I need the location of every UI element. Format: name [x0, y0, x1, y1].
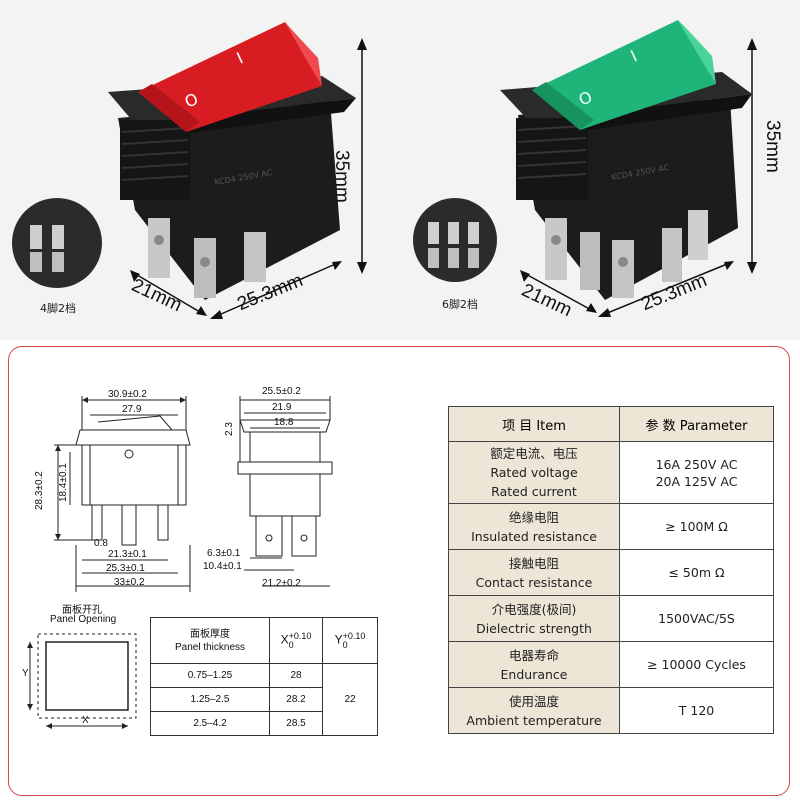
spec-item-en: Insulated resistance: [471, 528, 597, 544]
spec-param-value: ≥ 100M Ω: [619, 503, 774, 550]
product-photos: I O KCD4 250V AC I: [0, 0, 800, 340]
spec-param-value: ≤ 50m Ω: [619, 549, 774, 596]
spec-row: 绝缘电阻 Insulated resistance ≥ 100M Ω: [448, 503, 774, 550]
spec-item-en: Rated voltage: [490, 465, 578, 480]
thickness-header-cn: 面板厚度: [190, 628, 230, 640]
dim-33: 33±0.2: [114, 577, 145, 588]
dim-6-3: 6.3±0.1: [207, 548, 241, 559]
spec-param-value: 20A 125V AC: [655, 473, 738, 489]
dim-18-4: 18.4±0.1: [58, 463, 69, 502]
x-header-symbol: X: [280, 632, 289, 647]
thickness-range-cell: 2.5–4.2: [150, 711, 270, 736]
panel-opening-title-cn: 面板开孔: [62, 605, 102, 616]
dim-18-8: 18.8: [274, 417, 294, 428]
spec-item-en: Endurance: [500, 666, 568, 682]
y-value-cell: 22: [322, 663, 378, 736]
spec-header-item: 项 目 Item: [448, 406, 620, 442]
spec-row: 电器寿命 Endurance ≥ 10000 Cycles: [448, 641, 774, 688]
spec-row: 额定电流、电压 Rated voltage Rated current 16A …: [448, 441, 774, 504]
spec-param-value: 16A 250V AC: [655, 456, 738, 472]
y-header-low: 0: [342, 639, 348, 650]
panel-axis-x: X: [82, 715, 89, 726]
y-header-symbol: Y: [334, 632, 343, 647]
spec-row: 使用温度 Ambient temperature T 120: [448, 687, 774, 734]
thickness-header-en: Panel thickness: [174, 641, 246, 653]
spec-item-en: Dielectric strength: [476, 620, 592, 636]
spec-param-value: 1500VAC/5S: [619, 595, 774, 642]
x-header-tol: +0.10: [288, 630, 312, 641]
spec-item-cn: 电器寿命: [508, 647, 559, 663]
x-value-cell: 28.5: [269, 711, 323, 736]
left-variant-label: 4脚2档: [40, 302, 76, 315]
left-switch-photo: I O KCD4 250V AC: [12, 22, 367, 319]
panel-axis-y: Y: [22, 668, 29, 679]
right-switch-photo: I O KCD4 250V AC: [413, 20, 757, 317]
spec-header-parameter: 参 数 Parameter: [619, 406, 774, 442]
dim-21-3: 21.3±0.1: [108, 549, 147, 560]
x-value-cell: 28.2: [269, 687, 323, 712]
x-value-cell: 28: [269, 663, 323, 688]
dim-25-5: 25.5±0.2: [262, 386, 301, 397]
spec-item-cn: 绝缘电阻: [508, 509, 559, 525]
spec-item-en: Contact resistance: [475, 574, 593, 590]
dim-27-9: 27.9: [122, 404, 142, 415]
dim-21-9: 21.9: [272, 402, 292, 413]
spec-row: 接触电阻 Contact resistance ≤ 50m Ω: [448, 549, 774, 596]
spec-item-en: Ambient temperature: [466, 712, 602, 728]
dim-25-3: 25.3±0.1: [106, 563, 145, 574]
spec-param-value: ≥ 10000 Cycles: [619, 641, 774, 688]
spec-item-cn: 使用温度: [508, 693, 559, 709]
thickness-range-cell: 0.75–1.25: [150, 663, 270, 688]
spec-item-en: Rated current: [491, 484, 577, 499]
right-variant-label: 6脚2档: [442, 298, 478, 311]
spec-item-cn: 额定电流、电压: [490, 446, 578, 461]
dim-28-3: 28.3±0.2: [34, 471, 45, 510]
spec-row: 介电强度(极间) Dielectric strength 1500VAC/5S: [448, 595, 774, 642]
thickness-header: 面板厚度 Panel thickness: [150, 617, 270, 664]
dim-21-2: 21.2±0.2: [262, 578, 301, 589]
spec-table: 项 目 Item 参 数 Parameter 额定电流、电压 Rated vol…: [448, 406, 774, 734]
dim-0-8: 0.8: [94, 538, 108, 549]
dim-2-3: 2.3: [224, 422, 235, 436]
x-header-low: 0: [288, 639, 294, 650]
dim-10-4: 10.4±0.1: [203, 561, 242, 572]
spec-param-value: T 120: [619, 687, 774, 734]
spec-item-cn: 介电强度(极间): [491, 601, 577, 617]
dim-30-9: 30.9±0.2: [108, 389, 147, 400]
thickness-range-cell: 1.25–2.5: [150, 687, 270, 712]
panel-opening-title-en: Panel Opening: [50, 614, 117, 625]
spec-item-cn: 接触电阻: [508, 555, 559, 571]
y-header-tol: +0.10: [342, 630, 366, 641]
